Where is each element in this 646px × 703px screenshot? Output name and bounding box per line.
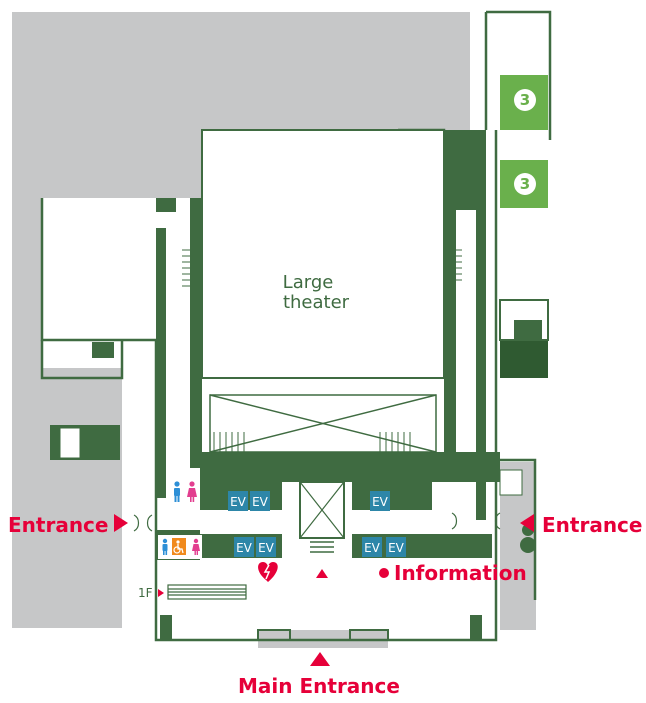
elevator-5-label: EV	[258, 541, 275, 555]
entrance-east-doors	[451, 512, 501, 530]
female-restroom-lower-icon	[192, 538, 200, 555]
aed-icon	[258, 562, 278, 582]
elevator-1	[228, 491, 248, 511]
entrance-west-doors	[133, 514, 153, 532]
female-restroom-icon	[187, 481, 197, 502]
elevator-5	[256, 537, 276, 557]
stair-badge-upper-text: 3	[520, 91, 530, 109]
center-arrow-icon	[316, 569, 328, 578]
entrance-west-label: Entrance	[8, 513, 108, 537]
escalator	[167, 584, 247, 600]
elevator-3	[370, 491, 390, 511]
stair-badge-lower-text: 3	[520, 175, 530, 193]
elevator-2	[250, 491, 270, 511]
elevator-4	[234, 537, 254, 557]
elevator-6-label: EV	[364, 541, 381, 555]
elevator-1-label: EV	[230, 495, 247, 509]
center-shaft	[299, 481, 345, 539]
main-entrance-label: Main Entrance	[238, 674, 400, 698]
left-wing-block	[92, 342, 114, 358]
information-dot-icon	[379, 568, 389, 578]
elevator-6	[362, 537, 382, 557]
large-theater-label-line2: theater	[283, 292, 350, 313]
male-restroom-icon	[174, 481, 180, 502]
elevator-3-label: EV	[372, 495, 389, 509]
entrance-west-arrow-icon	[114, 514, 128, 532]
main-entrance-doors	[257, 629, 389, 640]
main-walls	[156, 130, 500, 640]
stair-badge-lower: 3	[514, 173, 536, 195]
information-label: Information	[394, 561, 527, 585]
elevator-2-label: EV	[252, 495, 269, 509]
floor-marker-arrow-icon	[158, 589, 164, 597]
elevator-4-label: EV	[236, 541, 253, 555]
elevator-7-label: EV	[388, 541, 405, 555]
entrance-east-arrow-icon	[520, 514, 534, 532]
main-entrance-arrow-icon	[310, 652, 330, 666]
outside-area-right	[500, 462, 536, 630]
male-restroom-lower-icon	[162, 538, 168, 555]
large-theater-label-line1: Large	[283, 272, 334, 293]
large-theater	[201, 129, 445, 379]
floor-marker-1f: 1F	[138, 586, 153, 600]
theater-stairs	[182, 249, 462, 452]
entrance-east-label: Entrance	[542, 513, 642, 537]
elevator-7	[386, 537, 406, 557]
elevator-group: EV EV EV EV EV EV EV	[228, 491, 406, 557]
stair-badge-upper: 3	[514, 89, 536, 111]
accessible-restroom-icon	[172, 538, 186, 555]
center-steps	[310, 541, 334, 553]
